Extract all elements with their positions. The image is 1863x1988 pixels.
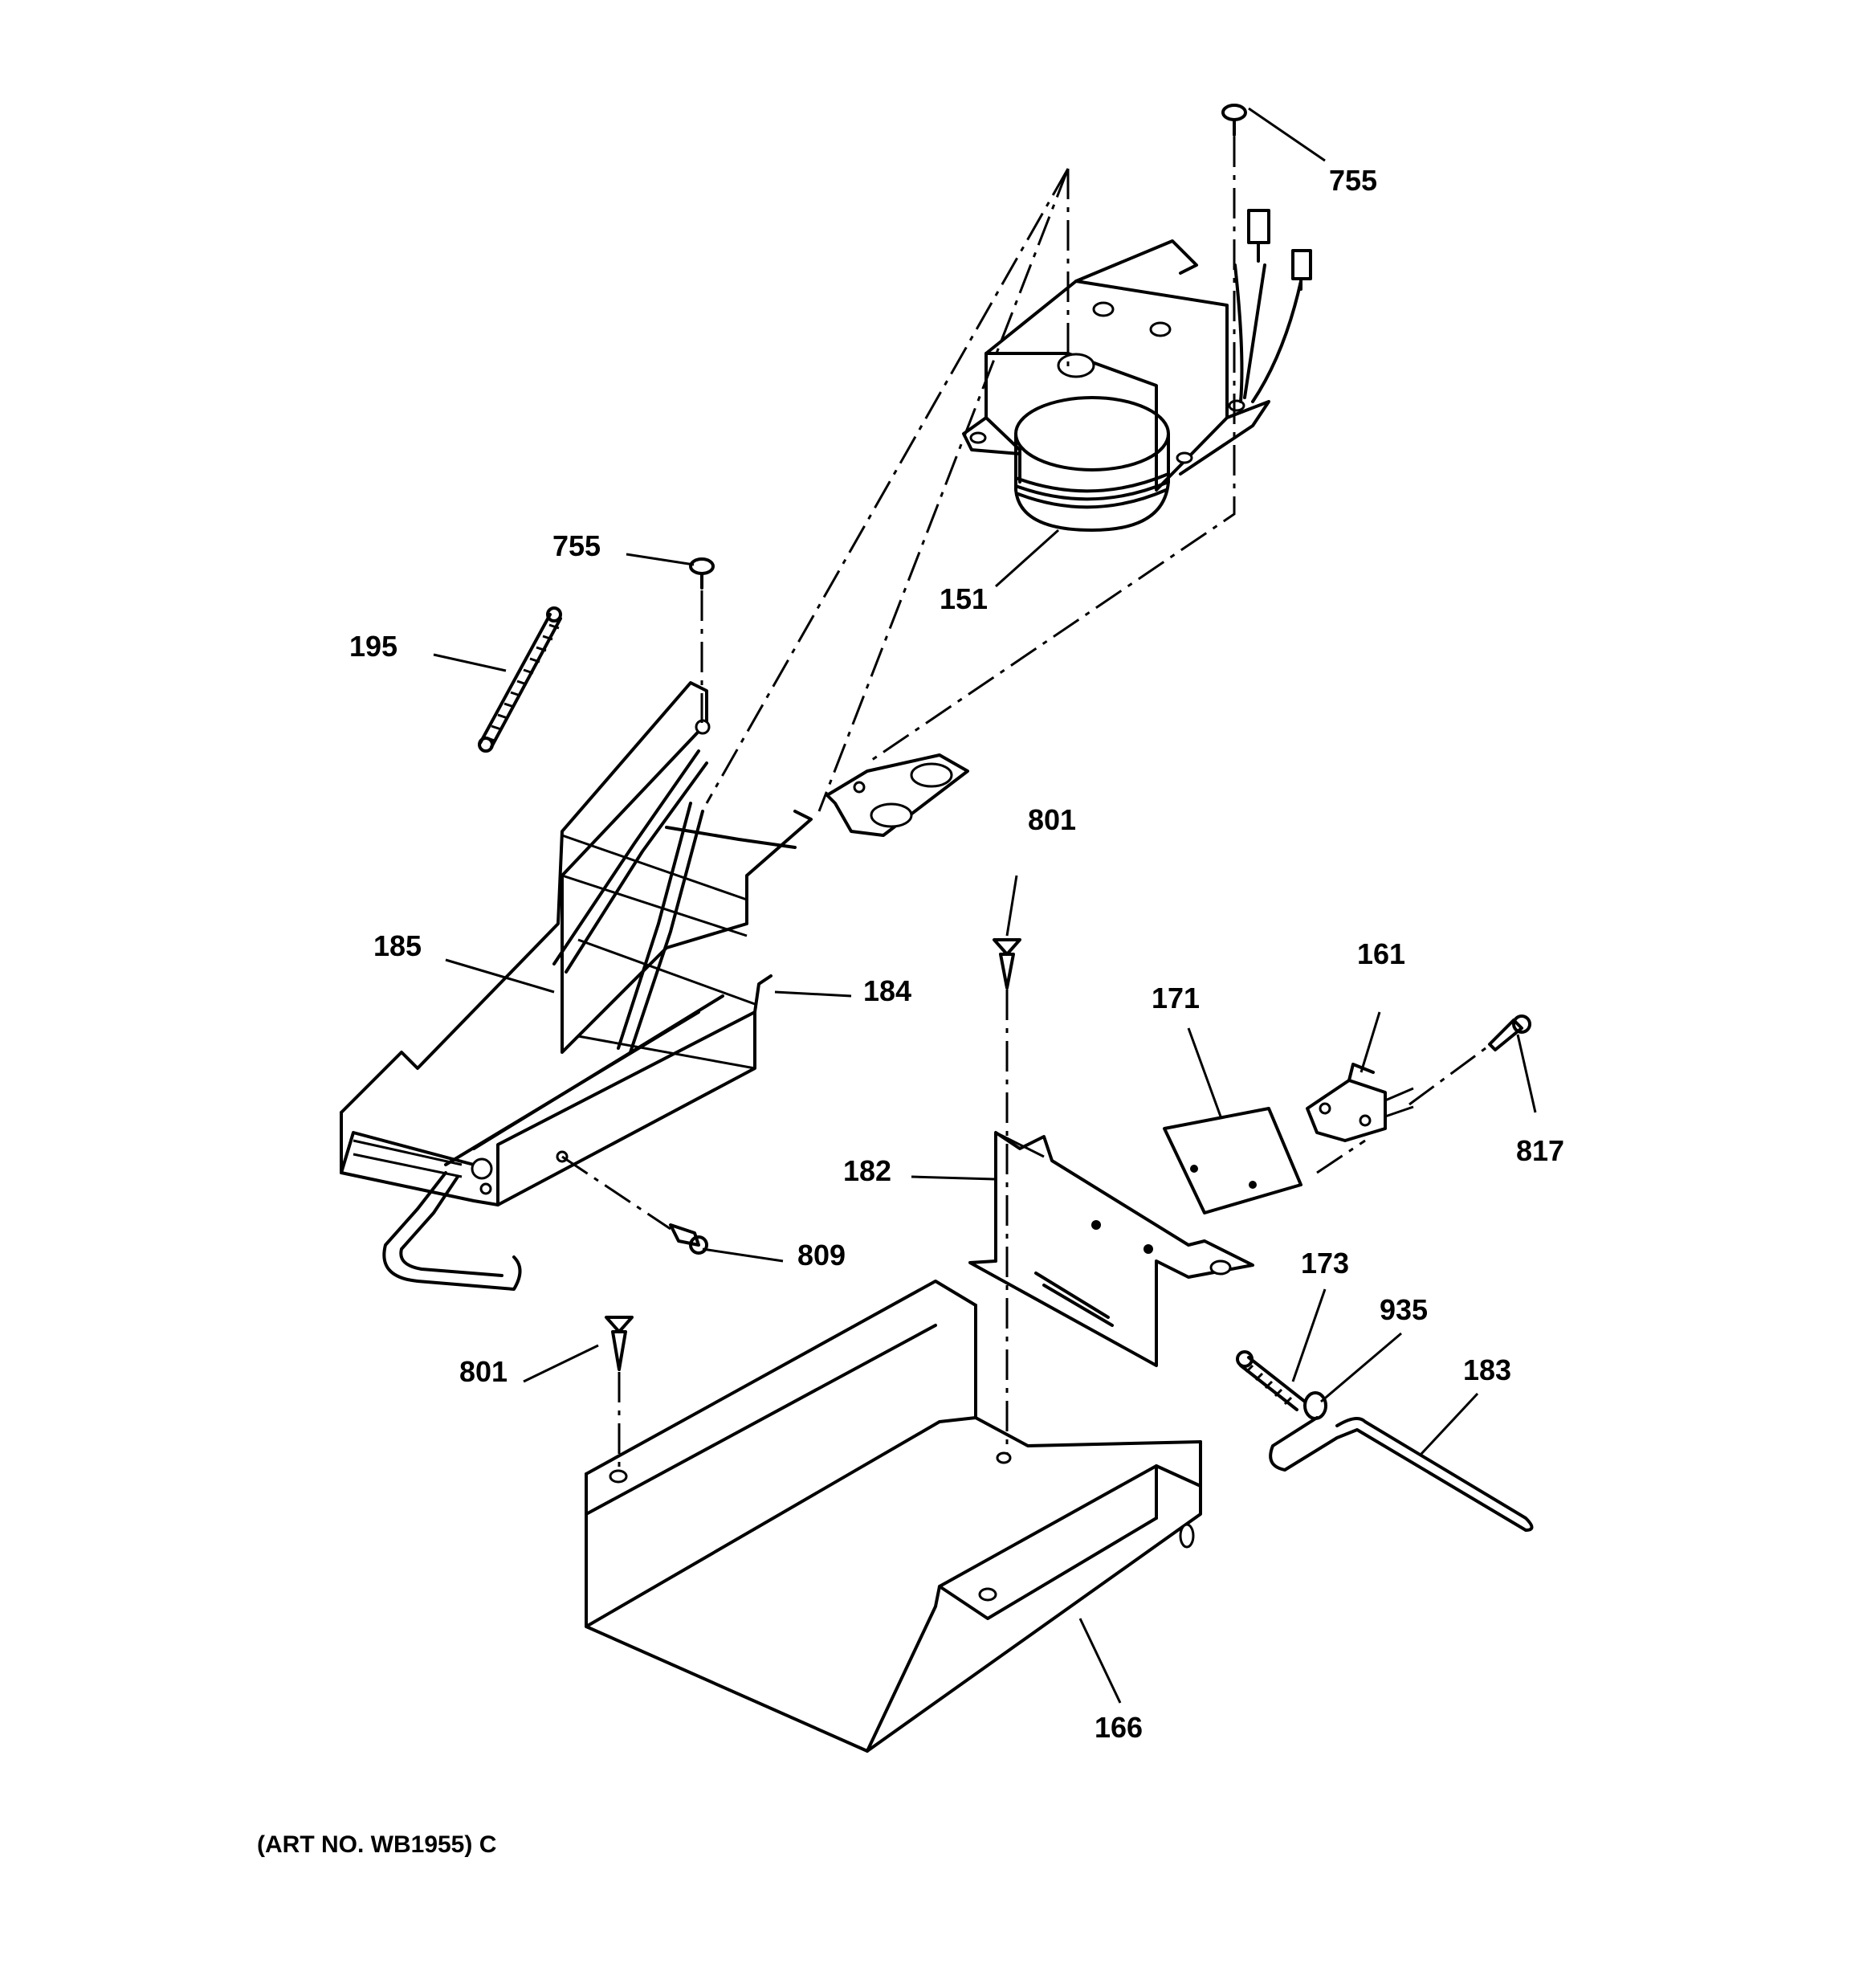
callout-801-top: 801 — [1028, 803, 1077, 836]
leader-lines — [433, 107, 1537, 1704]
screw-173 — [1236, 1350, 1307, 1411]
plate-171 — [1163, 1107, 1302, 1214]
callout-161: 161 — [1357, 937, 1406, 970]
switch-161 — [1306, 1063, 1414, 1142]
chute-frame-185-184 — [340, 681, 969, 1291]
callout-809: 809 — [797, 1239, 846, 1272]
tray-166 — [585, 1280, 1202, 1753]
screw-801-top — [993, 938, 1021, 990]
motor-assembly-151 — [962, 209, 1312, 532]
callout-195: 195 — [349, 630, 398, 663]
callout-801-bottom: 801 — [459, 1355, 508, 1388]
callout-171: 171 — [1152, 982, 1201, 1014]
screw-817 — [1488, 1014, 1531, 1051]
callout-935: 935 — [1380, 1293, 1429, 1326]
callout-166: 166 — [1095, 1711, 1143, 1744]
screw-801-bottom — [605, 1316, 634, 1371]
callout-184: 184 — [863, 974, 912, 1007]
callout-173: 173 — [1301, 1247, 1350, 1280]
callout-185: 185 — [373, 929, 422, 962]
callout-151: 151 — [940, 582, 989, 615]
screw-755-mid — [689, 557, 715, 590]
spring-195 — [478, 606, 562, 753]
callout-755-top: 755 — [1329, 164, 1378, 197]
callout-183: 183 — [1463, 1353, 1512, 1386]
callout-755-mid: 755 — [552, 529, 601, 562]
washer-935 — [1303, 1391, 1327, 1420]
screw-809 — [669, 1223, 708, 1255]
screw-755-top — [1221, 104, 1247, 137]
assembly-lines — [561, 137, 1486, 1470]
callout-817: 817 — [1516, 1134, 1565, 1167]
rod-183 — [1269, 1416, 1534, 1532]
bracket-182 — [968, 1131, 1254, 1367]
callout-182: 182 — [843, 1154, 892, 1187]
art-number-footer: (ART NO. WB1955) C — [257, 1831, 497, 1858]
